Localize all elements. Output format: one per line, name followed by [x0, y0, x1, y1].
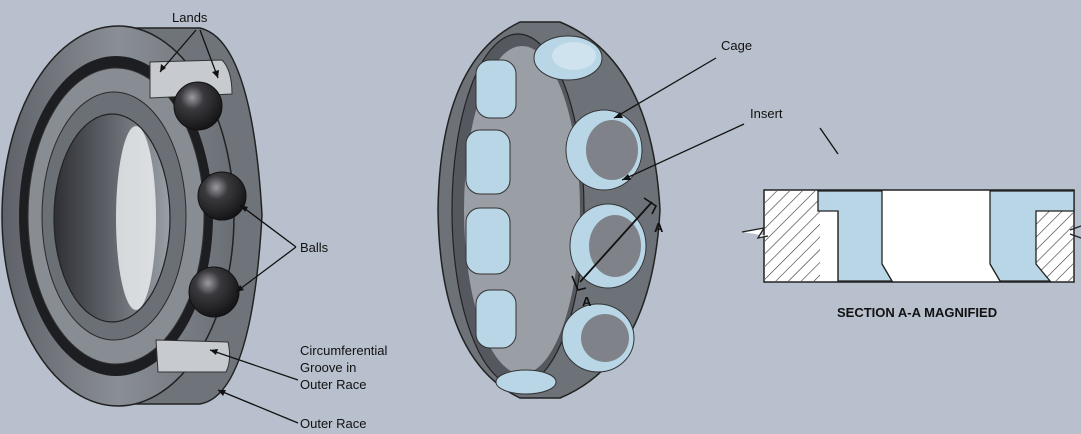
section-caption: SECTION A-A MAGNIFIED [837, 305, 997, 320]
cage-pocket-inner-3 [466, 208, 510, 274]
cage-pocket-inner-2 [466, 130, 510, 194]
section-mark-bottom: A [582, 294, 592, 309]
cage-pocket-2-hole [586, 120, 638, 180]
cage-pocket-inner-4 [476, 290, 516, 348]
bore-highlight [116, 126, 156, 310]
cage-pocket-4-hole [581, 314, 629, 362]
label-insert: Insert [750, 106, 783, 121]
ball-2 [198, 172, 246, 220]
section-mark-top: A [654, 220, 664, 235]
label-balls: Balls [300, 240, 329, 255]
ball-1 [174, 82, 222, 130]
label-groove-line1: Circumferential [300, 343, 388, 358]
section-view [742, 190, 1081, 282]
cage-pocket-inner-1 [476, 60, 516, 118]
land-bottom [156, 340, 230, 372]
label-cage: Cage [721, 38, 752, 53]
label-groove-line2: Groove in [300, 360, 356, 375]
label-lands: Lands [172, 10, 208, 25]
cage-pocket-1-hole [552, 42, 596, 70]
cage-pocket-5 [496, 370, 556, 394]
ball-3 [189, 267, 239, 317]
bearing-assembly [2, 26, 262, 406]
label-outer-race: Outer Race [300, 416, 366, 431]
cage-assembly [438, 22, 660, 398]
label-groove-line3: Outer Race [300, 377, 366, 392]
cage-pocket-3-hole [589, 215, 641, 277]
section-hatch-left [765, 191, 820, 281]
